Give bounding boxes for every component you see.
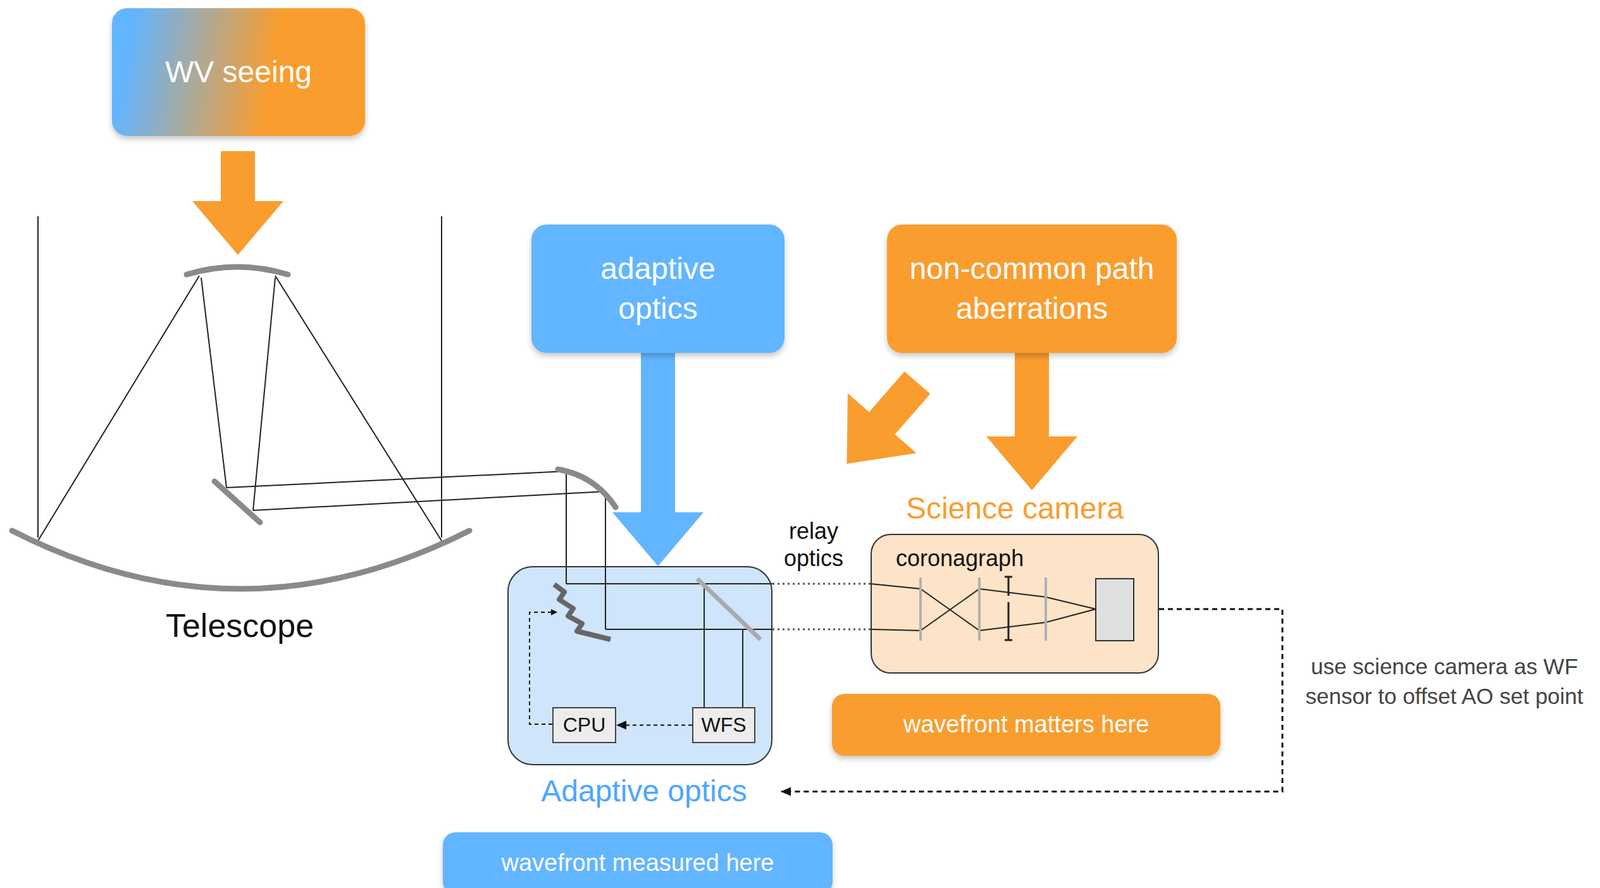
block-arrow — [986, 353, 1078, 491]
beam-splitter — [697, 578, 761, 640]
subsystem-panel: Adaptive optics CPU WFS — [507, 566, 781, 807]
lens — [919, 577, 922, 641]
beam-line — [226, 471, 567, 488]
coronagraph-beam — [870, 576, 1096, 641]
component-box: WFS — [692, 707, 756, 744]
mirrors — [12, 266, 616, 590]
ncpa-arrow — [812, 353, 952, 495]
component-box: CPU — [552, 707, 617, 744]
component-label: coronagraph — [895, 545, 1024, 572]
label-box: wavefront measured here — [442, 832, 833, 888]
seeing-arrow — [192, 151, 284, 255]
component-label: CPU — [563, 713, 607, 738]
box-text: wavefront measured here — [501, 847, 775, 879]
block-arrow — [612, 353, 704, 567]
lenses — [920, 577, 1046, 641]
dashed-connector — [616, 725, 693, 727]
box-text: WV seeing — [165, 52, 312, 92]
note: use science camera as WF sensor to offse… — [1298, 651, 1591, 712]
label-box: non-common path aberrations — [886, 224, 1177, 354]
label-box: wavefront matters here — [831, 694, 1221, 757]
detector — [1095, 578, 1134, 641]
camera-panel-fill — [870, 533, 1160, 674]
fold-mirror — [214, 481, 261, 523]
wfs-beam — [703, 583, 705, 708]
beam-line — [253, 277, 276, 511]
deformable-mirror — [554, 584, 611, 640]
panel-title: Adaptive optics — [507, 775, 781, 809]
component-label: WFS — [700, 713, 746, 738]
subsystem-panel: Science camera coronagraph — [870, 490, 1160, 674]
primary-mirror — [12, 530, 470, 590]
relay-line — [772, 628, 871, 631]
ao-panel-fill — [507, 566, 773, 766]
box-text: non-common path aberrations — [902, 249, 1162, 329]
panel-title: Science camera — [870, 490, 1160, 528]
spider-line — [37, 275, 200, 541]
wfs-beam — [742, 629, 744, 708]
beam-line — [870, 589, 1096, 631]
ncpa-arrow-shape — [812, 353, 952, 495]
lens — [978, 577, 981, 641]
beam-line — [253, 491, 606, 511]
relay-beam — [772, 583, 871, 630]
relay-mirror — [558, 469, 616, 508]
lens — [1044, 577, 1048, 641]
secondary-mirror — [186, 266, 288, 275]
lyot-stop — [1004, 576, 1013, 641]
dashed-connector — [781, 609, 1283, 792]
beam-line — [566, 583, 773, 585]
beam-line — [201, 277, 227, 488]
box-text: adaptive optics — [569, 249, 747, 329]
box-text: wavefront matters here — [903, 709, 1150, 741]
part-label: relay optics — [769, 517, 858, 572]
instrument-label: Telescope — [144, 606, 335, 646]
relay-line — [772, 583, 871, 586]
beam-line — [604, 491, 607, 630]
beam-line — [870, 583, 1096, 631]
label-box: WV seeing — [111, 8, 366, 137]
tube-line — [37, 216, 39, 538]
label-box: adaptive optics — [531, 224, 785, 354]
tube-line — [440, 216, 443, 538]
